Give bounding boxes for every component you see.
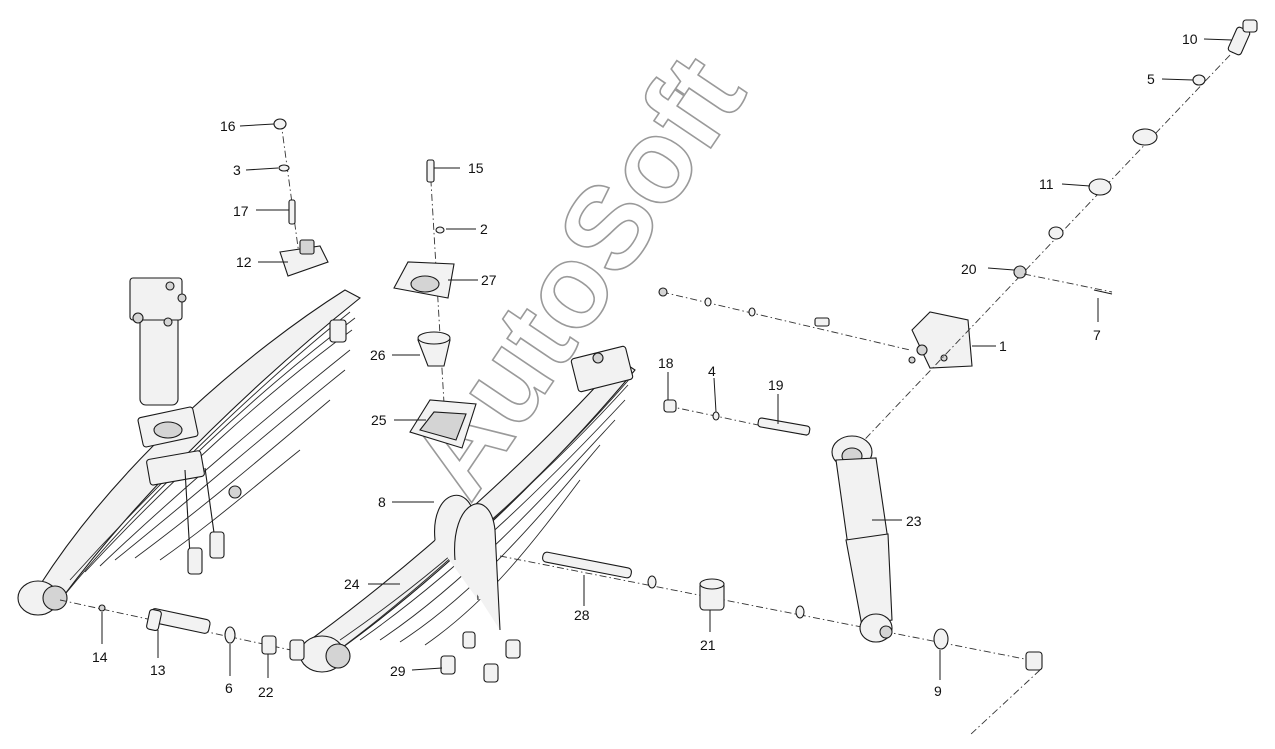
washer-9: [933, 628, 949, 650]
spring-pad-25: [409, 399, 477, 449]
left-leaf-spring: [17, 289, 361, 616]
nut-22: [261, 635, 277, 655]
callout-28: 28: [574, 607, 590, 623]
callout-7: 7: [1093, 327, 1101, 343]
callout-14: 14: [92, 649, 108, 665]
bolt-15: [426, 159, 435, 183]
washer-11: [1088, 178, 1112, 196]
callout-24: 24: [344, 576, 360, 592]
left-leaf-spring-assembly: [17, 277, 361, 616]
shock-absorber-23: [831, 435, 893, 643]
callout-6: 6: [225, 680, 233, 696]
top-left-bump-stop-parts: [273, 118, 329, 277]
washer-6: [224, 626, 236, 644]
washer-4: [712, 411, 720, 421]
bracket-1: [908, 311, 973, 369]
mount-plate-27: [393, 261, 455, 299]
callout-25: 25: [371, 412, 387, 428]
callout-20: 20: [961, 261, 977, 277]
callout-10: 10: [1182, 31, 1198, 47]
callout-13: 13: [150, 662, 166, 678]
center-pin-group: [499, 551, 1043, 736]
washer-5: [1192, 74, 1206, 86]
callout-2: 2: [480, 221, 488, 237]
right-top-hardware: [849, 19, 1258, 456]
washer-2: [435, 226, 445, 234]
left-end-hardware: [59, 599, 301, 655]
callout-23: 23: [906, 513, 922, 529]
nut-18: [663, 399, 677, 413]
callout-9: 9: [934, 683, 942, 699]
callout-5: 5: [1147, 71, 1155, 87]
callout-15: 15: [468, 160, 484, 176]
callout-22: 22: [258, 684, 274, 700]
callout-12: 12: [236, 254, 252, 270]
shackle-bracket-group: [658, 287, 973, 437]
callout-3: 3: [233, 162, 241, 178]
pin-28: [542, 551, 632, 579]
grease-nipple-14: [98, 604, 106, 612]
callout-16: 16: [220, 118, 236, 134]
callout-11: 11: [1039, 176, 1054, 192]
rubber-bumper-26: [417, 331, 451, 367]
cotter-pin-7: [1093, 289, 1113, 295]
callout-29: 29: [390, 663, 406, 679]
callout-8: 8: [378, 494, 386, 510]
center-leaf-spring-assembly: [289, 345, 636, 683]
callout-1: 1: [999, 338, 1007, 354]
nut-20: [1013, 265, 1027, 279]
washer-3: [278, 164, 290, 172]
bolt-17: [288, 199, 296, 225]
callout-21: 21: [700, 637, 716, 653]
callout-18: 18: [658, 355, 674, 371]
callout-17: 17: [233, 203, 249, 219]
left-shock-absorber: [129, 277, 187, 406]
center-top-stack: [393, 159, 477, 449]
bushing-21: [699, 578, 725, 611]
callout-19: 19: [768, 377, 784, 393]
callout-4: 4: [708, 363, 716, 379]
bolt-10: [1227, 19, 1258, 56]
spring-pin-13: [146, 608, 211, 634]
callout-labels: 16 3 17 12 15 2 27 26 25 8 24 29 18 4 19…: [92, 31, 1233, 700]
nut-16: [273, 118, 287, 130]
callout-27: 27: [481, 272, 497, 288]
bolt-19: [757, 417, 811, 436]
callout-26: 26: [370, 347, 386, 363]
